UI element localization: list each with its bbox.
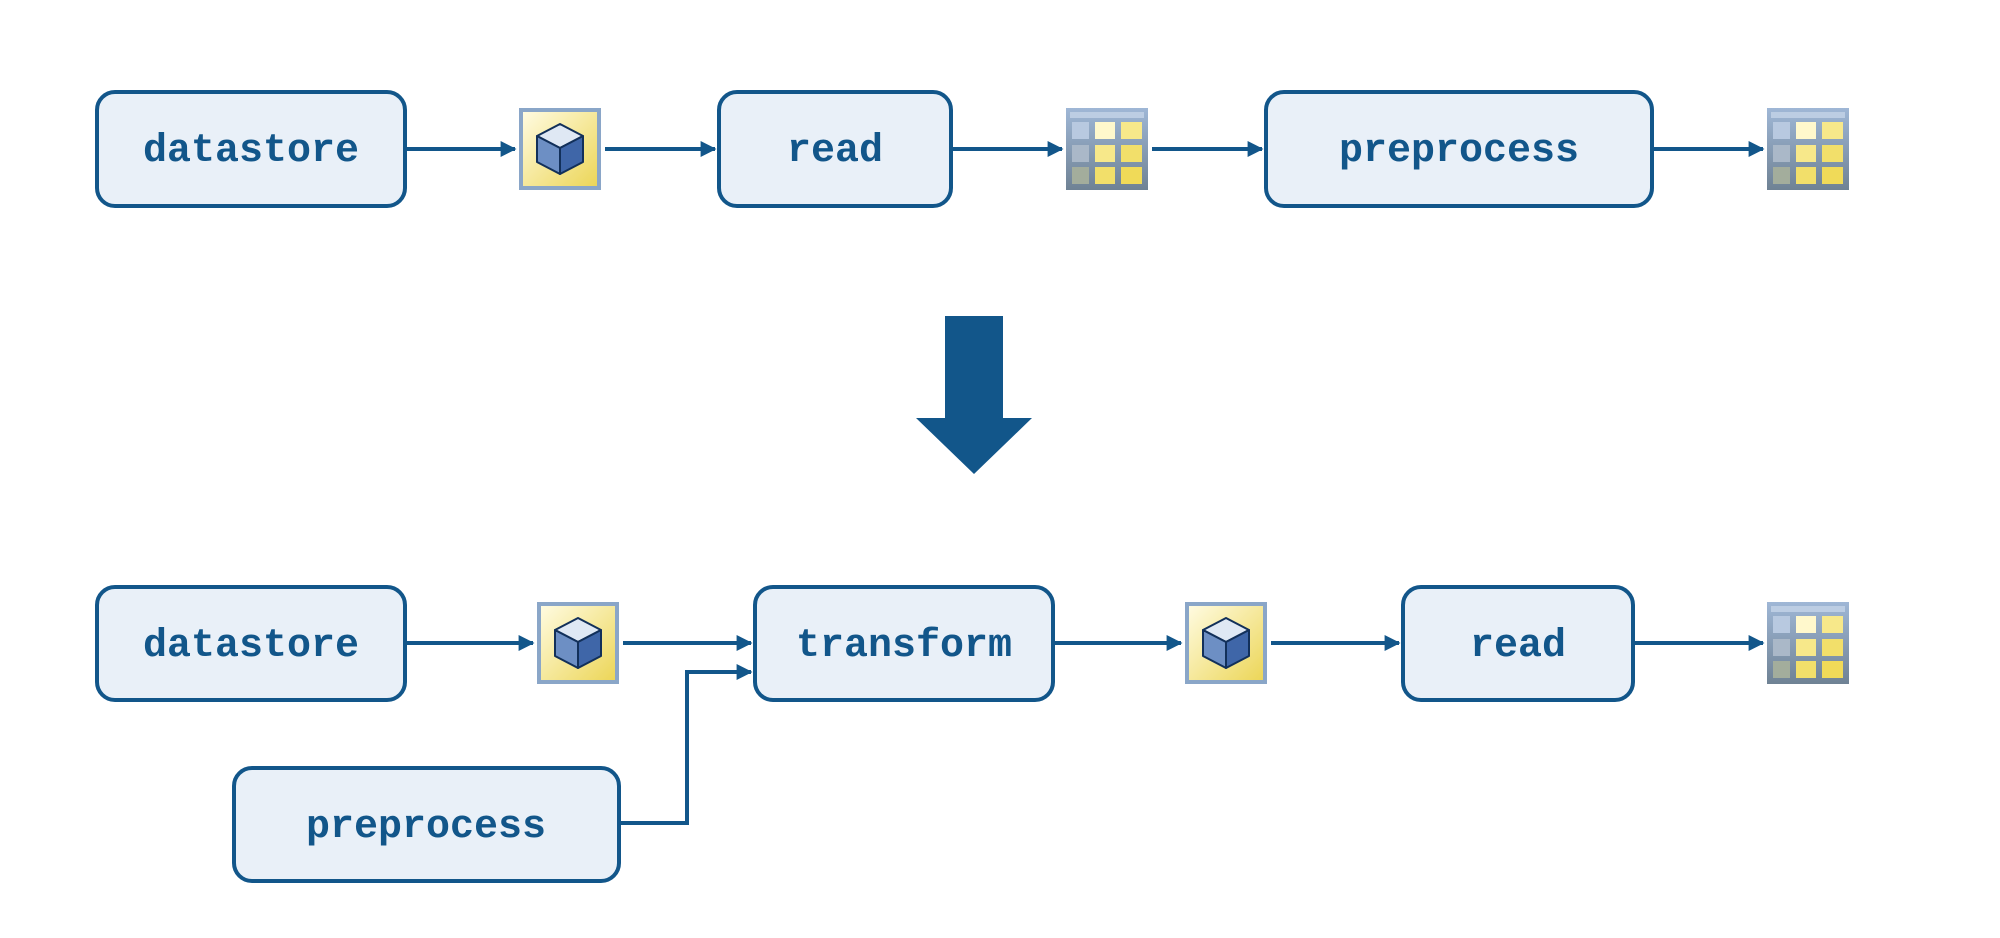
datastore-cube-icon [518,107,602,191]
table-icon [1066,108,1148,190]
bottom-datastore-label: datastore [143,624,359,669]
bottom-read-box: read [1401,585,1635,702]
table-icon [1767,108,1849,190]
table-icon [1767,602,1849,684]
top-read-label: read [787,129,883,174]
bottom-transform-label: transform [796,624,1012,669]
bottom-transform-box: transform [753,585,1055,702]
bottom-preprocess-box: preprocess [232,766,621,883]
bottom-datastore-box: datastore [95,585,407,702]
bottom-arrow-preprocess [619,664,753,825]
top-pipeline: datastore read preprocess [95,90,1849,208]
top-datastore-box: datastore [95,90,407,208]
datastore-cube-icon [536,601,620,685]
datastore-cube-icon [1184,601,1268,685]
bottom-pipeline: datastore preprocess transform read [95,585,1849,883]
top-read-box: read [717,90,953,208]
top-datastore-label: datastore [143,129,359,174]
bottom-read-label: read [1470,624,1566,669]
down-arrow-icon [916,316,1032,474]
top-preprocess-label: preprocess [1339,129,1579,174]
bottom-preprocess-label: preprocess [306,805,546,850]
top-preprocess-box: preprocess [1264,90,1654,208]
